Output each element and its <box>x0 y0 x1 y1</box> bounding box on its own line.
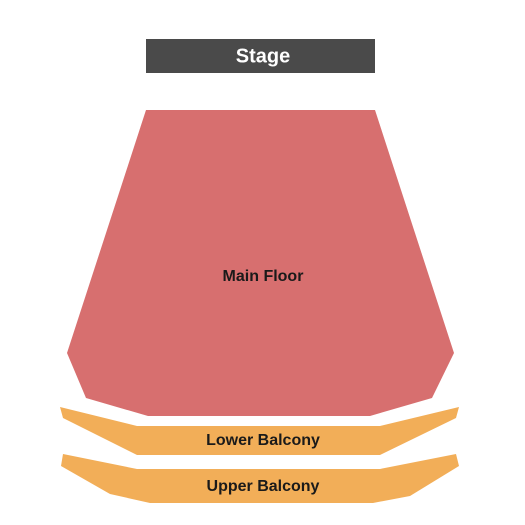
section-lower-balcony-shape[interactable] <box>60 407 459 455</box>
section-lower-balcony[interactable]: Lower Balcony <box>60 407 459 455</box>
section-main-floor-label: Main Floor <box>223 268 304 285</box>
section-upper-balcony-label: Upper Balcony <box>207 478 320 495</box>
section-upper-balcony-shape[interactable] <box>61 454 459 503</box>
section-main-floor-shape[interactable] <box>67 110 454 416</box>
stage-label: Stage <box>236 45 290 67</box>
stage: Stage <box>146 39 375 73</box>
section-lower-balcony-label: Lower Balcony <box>206 432 320 449</box>
section-main-floor[interactable]: Main Floor <box>67 110 454 416</box>
stage-block <box>146 39 375 73</box>
section-upper-balcony[interactable]: Upper Balcony <box>61 454 459 503</box>
